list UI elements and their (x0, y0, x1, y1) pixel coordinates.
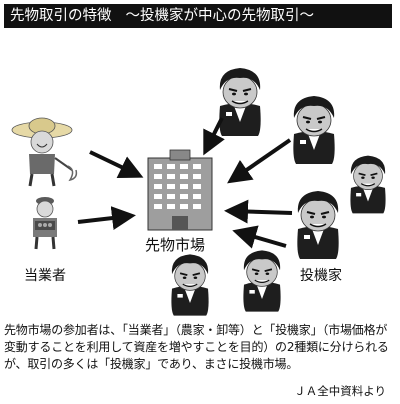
title-sub: ～投機家が中心の先物取引～ (125, 8, 315, 24)
title-bar: 先物取引の特徴 ～投機家が中心の先物取引～ (4, 4, 392, 28)
market-building-icon (147, 149, 213, 231)
speculator-label: 投機家 (300, 268, 342, 284)
speculator-icon (242, 249, 282, 313)
market-label: 先物市場 (145, 236, 206, 254)
source-note: ＪＡ全中資料より (294, 384, 386, 398)
caption: 先物市場の参加者は、「当業者」（農家・卸等）と「投機家」（市場価格が変動すること… (4, 323, 389, 371)
speculator-icon (292, 95, 336, 165)
speculator-icon (296, 190, 340, 260)
speculator-icon (170, 253, 210, 316)
speculator-icon (218, 67, 262, 137)
hedger-label: 当業者 (24, 268, 66, 284)
title-main: 先物取引の特徴 (10, 8, 112, 24)
speculator-icon (349, 154, 387, 215)
wholesaler-icon (33, 197, 57, 250)
farmer-icon (11, 117, 78, 187)
diagram (11, 67, 387, 316)
